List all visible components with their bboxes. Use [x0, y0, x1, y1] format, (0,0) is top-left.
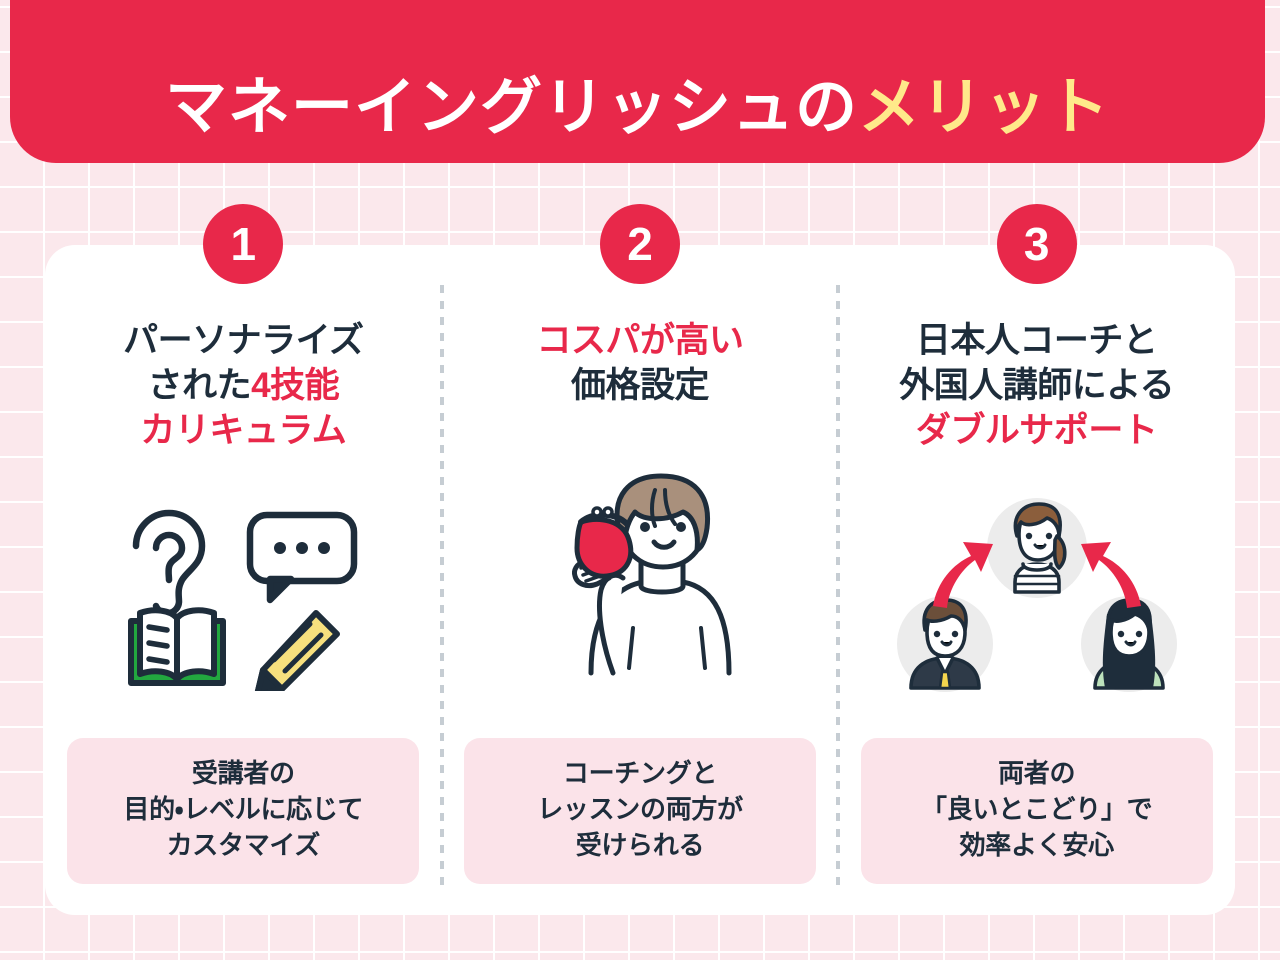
benefit-note-2-line1: コーチングと	[562, 758, 718, 789]
benefit-illustration-2	[456, 409, 825, 739]
benefit-note-3: 両者の 「良いとこどり」で 効率よく安心	[860, 738, 1213, 884]
benefit-heading-1-line2b: 4技能	[251, 365, 340, 405]
page-title-accent: メリット	[858, 73, 1111, 142]
benefit-note-1-line3: カスタマイズ	[166, 830, 321, 861]
open-book-icon	[128, 607, 227, 686]
benefit-illustration-3	[852, 453, 1221, 738]
benefit-note-2-line2: レッスンの両方が	[537, 794, 743, 825]
benefit-note-3-line2: 「良いとこどり」で	[921, 794, 1153, 825]
benefit-heading-1: パーソナライズ された4技能 カリキュラム	[123, 319, 364, 453]
student-male-avatar-icon	[896, 595, 993, 692]
coach-avatar-icon	[986, 497, 1087, 598]
ear-icon	[133, 509, 206, 617]
speech-bubble-icon	[247, 511, 358, 604]
benefit-heading-3: 日本人コーチと 外国人講師による ダブルサポート	[899, 319, 1174, 453]
benefit-note-1: 受講者の 目的・レベルに応じて カスタマイズ	[67, 738, 420, 884]
benefit-note-3-line1: 両者の	[998, 758, 1076, 789]
benefit-heading-2: コスパが高い 価格設定	[536, 319, 745, 409]
benefit-note-2: コーチングと レッスンの両方が 受けられる	[464, 738, 816, 884]
benefit-note-1-line2: 目的・レベルに応じて	[123, 794, 364, 825]
benefit-note-2-line3: 受けられる	[575, 830, 705, 861]
benefit-heading-1-line1: パーソナライズ	[123, 321, 364, 360]
header-banner: マネーイングリッシュのメリット	[10, 0, 1265, 163]
number-badge-2: 2	[600, 204, 680, 284]
benefit-note-1-line1: 受講者の	[191, 758, 295, 789]
benefit-heading-2-line2: 価格設定	[571, 365, 710, 405]
double-support-avatars-illustration	[896, 497, 1177, 692]
arrow-up-left-icon	[932, 541, 993, 608]
number-badge-3: 3	[996, 204, 1077, 284]
benefit-heading-3-line1: 日本人コーチと	[915, 321, 1158, 360]
benefit-note-3-line3: 効率よく安心	[959, 830, 1115, 861]
number-badge-1: 1	[203, 204, 284, 284]
benefit-column-3: 3 日本人コーチと 外国人講師による ダブルサポート	[836, 204, 1235, 915]
benefit-heading-1-line3: カリキュラム	[140, 410, 347, 450]
benefit-illustration-1	[59, 453, 428, 738]
benefit-column-2: 2 コスパが高い 価格設定	[439, 204, 839, 915]
woman-with-coin-purse-illustration	[572, 473, 732, 676]
student-female-avatar-icon	[1080, 595, 1177, 692]
benefit-heading-2-line1: コスパが高い	[536, 321, 745, 360]
benefits-card: 1 パーソナライズ された4技能 カリキュラム	[45, 204, 1235, 915]
benefit-heading-3-line3: ダブルサポート	[915, 410, 1158, 450]
benefit-heading-1-line2a: された	[147, 365, 252, 405]
pencil-icon	[255, 609, 341, 691]
arrow-up-right-icon	[1080, 541, 1141, 608]
benefit-heading-3-line2: 外国人講師による	[899, 365, 1175, 405]
page-title: マネーイングリッシュのメリット	[165, 77, 1110, 139]
four-skills-icon-set	[128, 509, 358, 691]
page-title-main: マネーイングリッシュの	[164, 73, 858, 142]
benefit-column-1: 1 パーソナライズ された4技能 カリキュラム	[45, 204, 442, 915]
